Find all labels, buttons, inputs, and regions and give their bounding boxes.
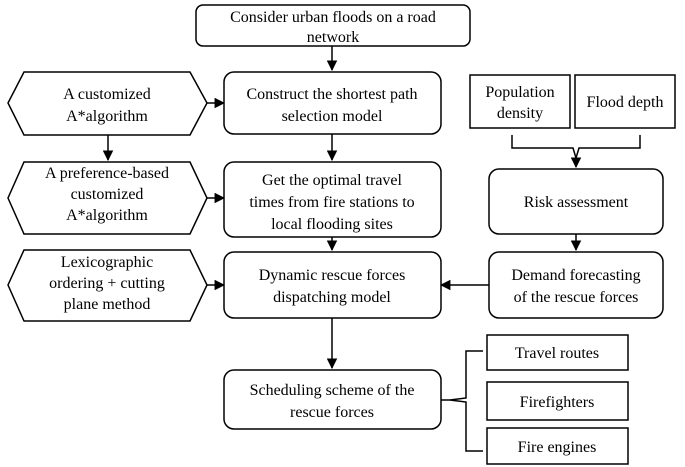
connectors [102, 46, 641, 452]
brace-population-flood-depth [511, 135, 641, 161]
svg-text:Flood depth: Flood depth [587, 94, 664, 111]
svg-text:Travel routes: Travel routes [515, 345, 599, 362]
node-firefighters: Firefighters [486, 381, 629, 421]
svg-text:Risk assessment: Risk assessment [524, 194, 629, 211]
node-risk: Risk assessment [488, 168, 664, 235]
node-fire-engines: Fire engines [486, 427, 629, 465]
brace-scheduling-outputs [449, 350, 483, 452]
node-travel-routes: Travel routes [486, 334, 629, 371]
svg-text:Firefighters: Firefighters [520, 394, 595, 411]
svg-text:Fire engines: Fire engines [518, 439, 597, 456]
node-flood-depth: Flood depth [574, 74, 676, 129]
